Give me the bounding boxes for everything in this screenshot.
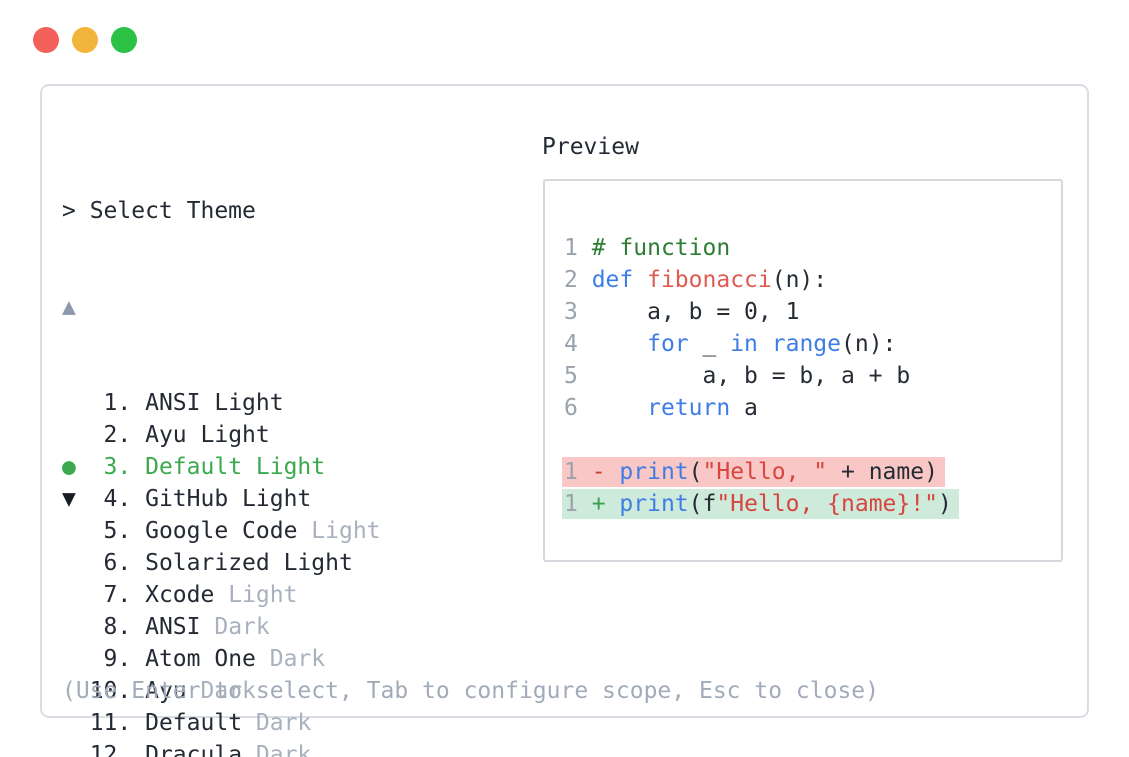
theme-name: Default Light <box>145 454 326 480</box>
line-number: 1 <box>564 459 592 485</box>
preview-label: Preview <box>542 134 639 160</box>
theme-list-item[interactable]: 8. ANSI Dark <box>62 611 879 643</box>
code-line: 5 a, b = b, a + b <box>564 363 911 389</box>
theme-name: Ayu <box>145 678 201 704</box>
theme-name: GitHub Light <box>145 486 312 512</box>
minimize-button[interactable] <box>72 27 98 53</box>
theme-list-item[interactable]: 7. Xcode Light <box>62 579 879 611</box>
theme-number: 6. <box>75 550 146 576</box>
theme-number: 8. <box>75 614 146 640</box>
theme-number: 4. <box>75 486 146 512</box>
theme-name-variant: Dark <box>255 742 312 757</box>
theme-name-variant: Dark <box>200 678 256 704</box>
diff-removed-line: 1 - print("Hello, " + name) <box>562 456 959 488</box>
theme-list-item[interactable]: 12. Dracula Dark <box>62 739 879 757</box>
theme-number: 10. <box>75 678 146 704</box>
theme-number: 7. <box>75 582 146 608</box>
theme-list: 1. ANSI Light 2. Ayu Light ● 3. Default L… <box>62 387 879 757</box>
theme-name: ANSI <box>145 614 215 640</box>
theme-list-item[interactable]: 1. ANSI Light <box>62 387 879 419</box>
marker-placeholder <box>62 422 76 448</box>
line-number: 4 <box>564 331 592 357</box>
code-line: 2 def fibonacci(n): <box>564 267 828 293</box>
line-number: 1 <box>564 491 592 517</box>
theme-name-variant: Dark <box>214 614 270 640</box>
marker-placeholder <box>62 646 76 672</box>
theme-name: Xcode <box>145 582 229 608</box>
theme-name: Solarized Light <box>145 550 353 576</box>
code-line: 6 return a <box>564 395 758 421</box>
theme-name: Default <box>145 710 256 736</box>
code-line: 1 # function <box>564 235 731 261</box>
help-text: (Use Enter to select, Tab to configure s… <box>62 678 879 704</box>
theme-list-item[interactable]: 11. Default Dark <box>62 707 879 739</box>
theme-name: Dracula <box>145 742 256 757</box>
theme-name-variant: Dark <box>255 710 312 736</box>
code-preview: 1 # function 2 def fibonacci(n): 3 a, b = … <box>562 232 959 520</box>
maximize-button[interactable] <box>111 27 137 53</box>
theme-name: Ayu Light <box>145 422 270 448</box>
theme-list-item[interactable]: 5. Google Code Light <box>62 515 879 547</box>
theme-name-variant: Dark <box>269 646 326 672</box>
marker-placeholder <box>62 518 76 544</box>
theme-number: 2. <box>75 422 146 448</box>
theme-number: 12. <box>75 742 146 757</box>
preview-box: 1 # function 2 def fibonacci(n): 3 a, b = … <box>543 179 1063 562</box>
marker-placeholder <box>62 742 76 757</box>
theme-number: 11. <box>75 710 146 736</box>
scroll-down-indicator[interactable]: ▼ <box>62 486 76 512</box>
theme-name: Atom One <box>145 646 270 672</box>
selected-theme-indicator: ● <box>62 454 76 480</box>
close-button[interactable] <box>33 27 59 53</box>
diff-added-line: 1 + print(f"Hello, {name}!") <box>562 488 959 520</box>
theme-name-variant: Light <box>228 582 298 608</box>
theme-list-item[interactable]: 10. Ayu Dark <box>62 675 879 707</box>
theme-list-item[interactable]: 6. Solarized Light <box>62 547 879 579</box>
window-controls <box>33 27 137 53</box>
line-number: 1 <box>564 235 592 261</box>
theme-name: ANSI Light <box>145 390 284 416</box>
theme-list-item[interactable]: 4. GitHub Light <box>62 483 879 515</box>
code-line: 3 a, b = 0, 1 <box>564 299 800 325</box>
marker-placeholder <box>62 614 76 640</box>
theme-number: 9. <box>75 646 146 672</box>
scroll-up-indicator[interactable]: ▲ <box>62 294 76 320</box>
code-line: 4 for _ in range(n): <box>564 331 897 357</box>
theme-number: 1. <box>75 390 146 416</box>
line-number: 3 <box>564 299 592 325</box>
theme-picker-window: > Select Theme ▲ 1. ANSI Light 2. Ayu Li… <box>40 84 1089 757</box>
theme-number: 3. <box>75 454 146 480</box>
line-number: 5 <box>564 363 592 389</box>
theme-list-item[interactable]: 9. Atom One Dark <box>62 643 879 675</box>
theme-number: 5. <box>75 518 146 544</box>
code-line <box>564 424 959 456</box>
theme-name-variant: Light <box>311 518 381 544</box>
theme-name: Google Code <box>145 518 312 544</box>
line-number: 6 <box>564 395 592 421</box>
theme-list-item[interactable]: 2. Ayu Light <box>62 419 879 451</box>
line-number: 2 <box>564 267 592 293</box>
marker-placeholder <box>62 550 76 576</box>
select-theme-prompt: > Select Theme <box>62 198 256 224</box>
theme-picker: > Select Theme ▲ 1. ANSI Light 2. Ayu Li… <box>62 131 879 757</box>
marker-placeholder <box>62 390 76 416</box>
marker-placeholder <box>62 710 76 736</box>
